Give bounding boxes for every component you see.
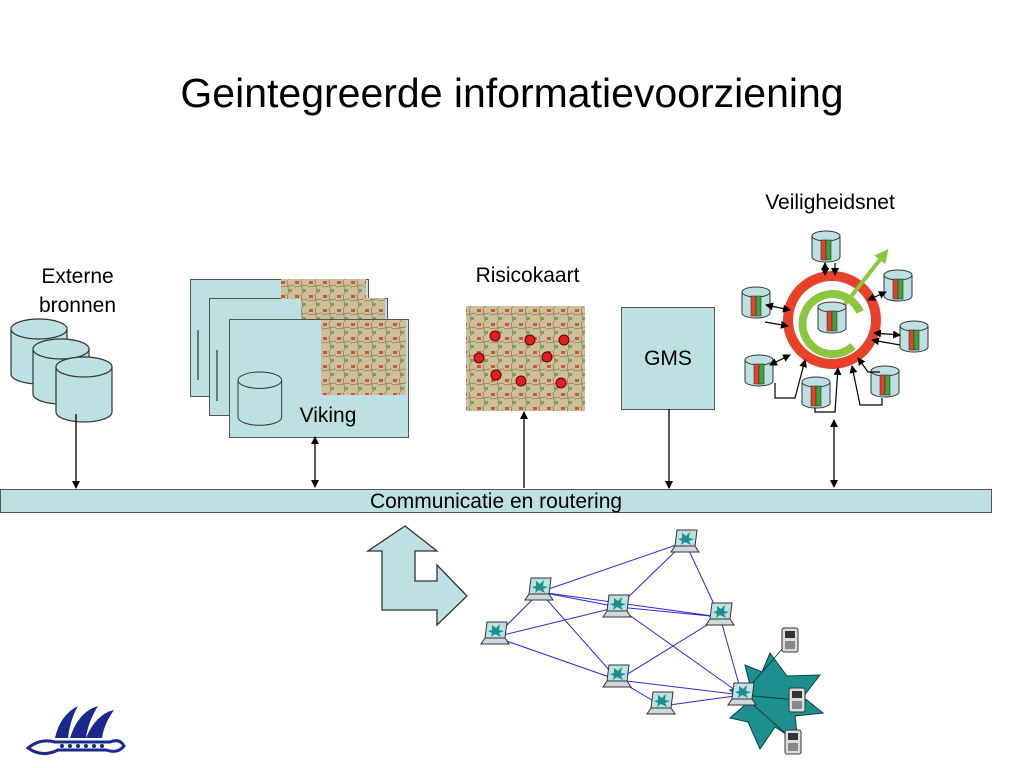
map-thumbnail (281, 279, 366, 299)
map-thumbnail (301, 298, 385, 319)
veiligheidsnet-label: Veiligheidsnet (765, 191, 895, 214)
logo-icon (25, 706, 126, 755)
network-burst (728, 651, 825, 751)
risicokaart-label: Risicokaart (475, 264, 580, 287)
viking-label: Viking (299, 404, 357, 427)
map-thumbnail (321, 320, 406, 395)
database-icon (10, 318, 113, 423)
externe-label-line2: bronnen (38, 294, 117, 317)
externe-label-line1: Externe (41, 265, 114, 288)
communication-bus-label: Communicatie en routering (369, 490, 623, 513)
communication-bus (0, 489, 992, 513)
bent-arrow (365, 525, 468, 627)
risicokaart-map (466, 306, 585, 411)
laptop-icon (480, 529, 757, 715)
bus-connectors (72, 409, 838, 489)
externe-bronnen-label: Externe bronnen (20, 262, 135, 320)
slide-title: Geintegreerde informatievoorziening (180, 70, 844, 116)
gms-box (621, 307, 715, 410)
gms-label: GMS (644, 347, 692, 370)
veiligheidsnet-ring (741, 230, 929, 413)
database-icon (197, 330, 283, 426)
